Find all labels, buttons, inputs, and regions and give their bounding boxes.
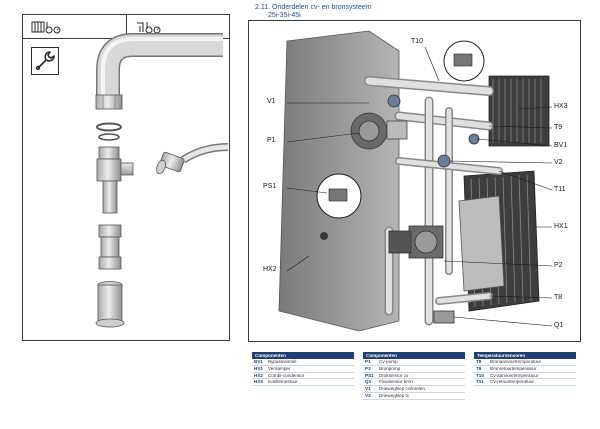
table-row: V2 Driewegklep tc [363, 393, 465, 400]
table-row: HX1 Verdamper [252, 366, 354, 373]
row-code: T9 [476, 365, 482, 371]
row-desc: Flowsensor bron [379, 379, 413, 385]
section-subtitle: 25i-35i-45i [268, 12, 301, 19]
table-row: HX3 Koeltetoestuur [252, 379, 354, 387]
callout-hx1: HX1 [554, 223, 568, 230]
callout-t8: T8 [554, 294, 563, 301]
row-code: V2 [365, 392, 371, 398]
row-desc: Druksensor cv [379, 372, 409, 378]
callout-t9: T9 [554, 124, 563, 131]
callout-v2: V2 [554, 159, 563, 166]
heat-pump-components-diagram: T10 V1 P1 PS1 HX2 HX3 T9 BV1 V2 T11 HX1 … [248, 20, 581, 342]
table-row: P1 Cv-pomp [363, 359, 465, 366]
row-desc: Bronpomp [379, 365, 401, 371]
row-code: T8 [476, 359, 482, 364]
table-row: V1 Driewegklep cv/koelen [363, 386, 465, 393]
row-code: T11 [476, 379, 484, 385]
temperature-sensors-table: Temperatuursensoren T8 Bronaanvoertempera… [474, 352, 576, 387]
components-table-2: Componenten P1 Cv-pomp P2 Bronpomp PS1 Druk… [363, 352, 465, 400]
callout-ps1: PS1 [263, 183, 277, 190]
row-desc: Cv-pomp [379, 359, 398, 364]
row-code: T10 [476, 372, 484, 378]
callout-q1: Q1 [554, 322, 564, 329]
row-desc: Bronretourtemperatuur [490, 365, 537, 371]
wrench-icon [31, 47, 59, 75]
row-desc: Bronaanvoertemperatuur [490, 359, 542, 364]
table-row: T11 Cv-retourtemperatuur [474, 379, 576, 387]
row-code: HX2 [254, 372, 263, 378]
row-desc: Verdamper [268, 365, 291, 371]
table-row: BV1 Bypassventiel [252, 359, 354, 366]
table-header: Componenten [252, 352, 354, 359]
table-row: HX2 Combi-condensor [252, 373, 354, 380]
v1-valve [387, 94, 401, 108]
callout-t10: T10 [411, 38, 424, 45]
row-desc: Combi-condensor [268, 372, 305, 378]
table-row: PS1 Druksensor cv [363, 373, 465, 380]
components-table-1: Componenten BV1 Bypassventiel HX1 Verdampe… [252, 352, 354, 387]
table-row: T9 Bronretourtemperatuur [474, 366, 576, 373]
row-desc: Driewegklep tc [379, 392, 410, 398]
hx3-exchanger [488, 75, 550, 147]
row-code: Q1 [365, 379, 372, 385]
table-header: Temperatuursensoren [474, 352, 576, 359]
row-code: V1 [365, 386, 371, 392]
row-code: P1 [365, 359, 371, 364]
components-illustration [278, 30, 553, 332]
table-row: P2 Bronpomp [363, 366, 465, 373]
v2-valve [437, 154, 451, 168]
table-row: Q1 Flowsensor bron [363, 379, 465, 387]
callout-p1: P1 [267, 137, 276, 144]
row-desc: Cv-aanvoertemperatuur [490, 372, 539, 378]
row-desc: Koeltetoestuur [268, 379, 298, 385]
row-code: HX1 [254, 365, 263, 371]
q1-flow-sensor [433, 310, 455, 324]
pipe-assembly-illustration [95, 33, 229, 328]
row-code: P2 [365, 365, 371, 371]
row-desc: Cv-retourtemperatuur [490, 379, 534, 385]
row-code: BV1 [254, 359, 263, 364]
row-code: HX3 [254, 379, 263, 385]
row-desc: Bypassventiel [268, 359, 297, 364]
hx1-evaporator [458, 170, 540, 312]
table-row: T8 Bronaanvoertemperatuur [474, 359, 576, 366]
callout-v1: V1 [267, 98, 276, 105]
section-title: 2.11. Onderdelen cv- en bronsysteem [255, 4, 372, 11]
callout-t11: T11 [554, 186, 566, 193]
callout-hx3: HX3 [554, 103, 568, 110]
installation-instruction-panel [22, 14, 230, 341]
table-row: T10 Cv-aanvoertemperatuur [474, 373, 576, 380]
p1-pump [350, 112, 408, 150]
callout-p2: P2 [554, 262, 563, 269]
p2-pump [388, 225, 444, 259]
callout-hx2: HX2 [263, 266, 277, 273]
header-cell-heating [23, 15, 127, 39]
row-desc: Driewegklep cv/koelen [379, 386, 425, 392]
table-header: Componenten [363, 352, 465, 359]
callout-bv1: BV1 [554, 142, 568, 149]
row-code: PS1 [365, 372, 374, 378]
radiator-pressure-icon [31, 21, 61, 34]
